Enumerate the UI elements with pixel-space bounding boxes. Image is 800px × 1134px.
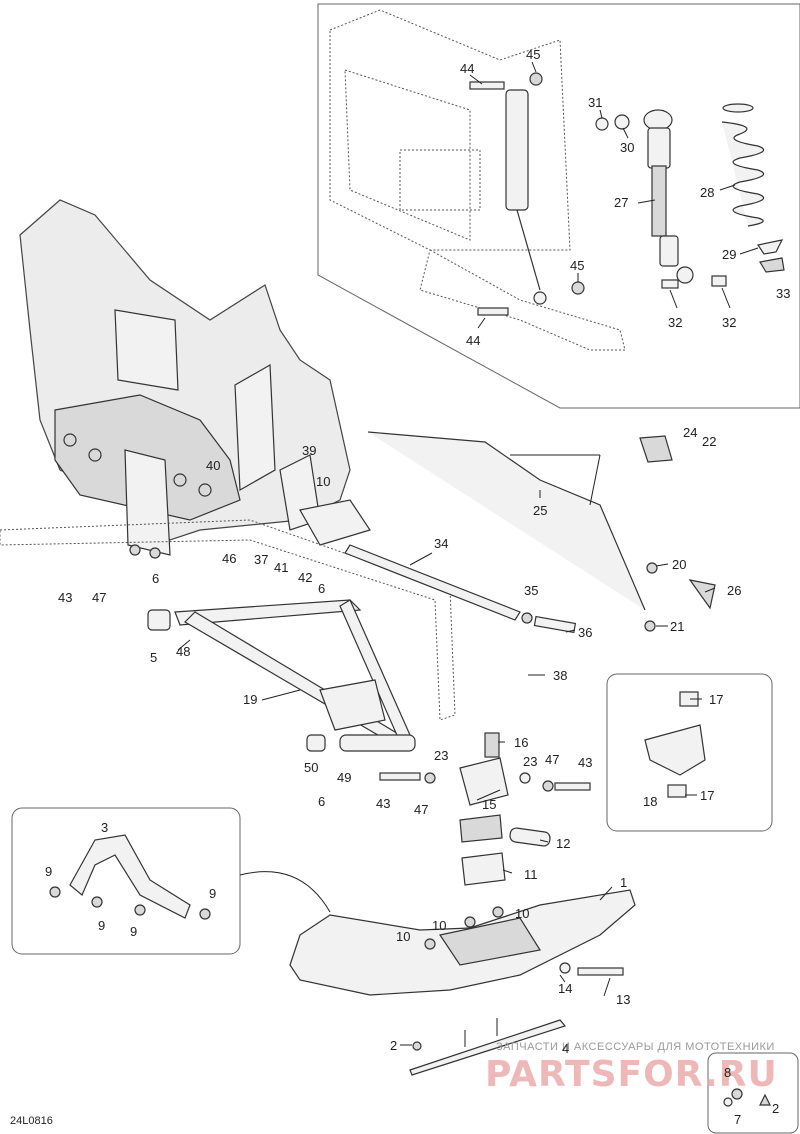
callout-43: 43 [376, 796, 390, 811]
callout-32: 32 [722, 315, 736, 330]
coil-spring-28 [721, 103, 765, 227]
callout-32: 32 [668, 315, 682, 330]
callout-49: 49 [337, 770, 351, 785]
callout-16: 16 [514, 735, 528, 750]
callout-37: 37 [254, 552, 268, 567]
bushing-detail-inset [606, 673, 773, 832]
callout-9: 9 [98, 918, 105, 933]
callout-9: 9 [45, 864, 52, 879]
callout-44: 44 [460, 61, 474, 76]
callout-42: 42 [298, 570, 312, 585]
diagram-code: 24L0816 [10, 1115, 53, 1127]
watermark-brand: PARTSFOR.RU [485, 1054, 778, 1095]
watermark: ЗАПЧАСТИ И АКСЕССУАРЫ ДЛЯ МОТОТЕХНИКИ PA… [485, 1041, 778, 1095]
callout-23: 23 [434, 748, 448, 763]
handle-detail-inset [11, 807, 241, 955]
callout-8: 8 [724, 1065, 731, 1080]
callout-35: 35 [524, 583, 538, 598]
shock-absorber-27 [643, 109, 694, 284]
callout-6: 6 [318, 794, 325, 809]
callout-18: 18 [643, 794, 657, 809]
callout-25: 25 [533, 503, 547, 518]
a-arm-19 [147, 599, 416, 752]
callout-46: 46 [222, 551, 236, 566]
callout-13: 13 [616, 992, 630, 1007]
callout-26: 26 [727, 583, 741, 598]
callout-29: 29 [722, 247, 736, 262]
callout-38: 38 [553, 668, 567, 683]
callout-20: 20 [672, 557, 686, 572]
callout-43: 43 [578, 755, 592, 770]
callout-3: 3 [101, 820, 108, 835]
callout-11: 11 [524, 867, 538, 882]
callout-10: 10 [432, 918, 446, 933]
callout-2: 2 [390, 1038, 397, 1053]
callout-15: 15 [482, 797, 496, 812]
sway-bar-25 [367, 431, 716, 632]
callout-7: 7 [734, 1112, 741, 1127]
chassis-frame [19, 199, 371, 559]
callout-30: 30 [620, 140, 634, 155]
fastener-detail-inset [707, 1052, 799, 1134]
callout-22: 22 [702, 434, 716, 449]
callout-14: 14 [558, 981, 572, 996]
callout-9: 9 [130, 924, 137, 939]
callout-27: 27 [614, 195, 628, 210]
callout-47: 47 [92, 590, 106, 605]
tie-rod-34 [344, 544, 577, 634]
callout-34: 34 [434, 536, 448, 551]
callout-48: 48 [176, 644, 190, 659]
callout-43: 43 [58, 590, 72, 605]
callout-40: 40 [206, 458, 220, 473]
callout-leaders [177, 61, 759, 1046]
ski-1 [289, 889, 636, 1076]
watermark-caption: ЗАПЧАСТИ И АКСЕССУАРЫ ДЛЯ МОТОТЕХНИКИ [496, 1041, 775, 1053]
callout-41: 41 [274, 560, 288, 575]
callout-31: 31 [588, 95, 602, 110]
callout-12: 12 [556, 836, 570, 851]
callout-19: 19 [243, 692, 257, 707]
shock-detail-inset [317, 3, 800, 409]
callout-28: 28 [700, 185, 714, 200]
callout-10: 10 [316, 474, 330, 489]
callout-47: 47 [545, 752, 559, 767]
callout-45: 45 [570, 258, 584, 273]
callout-9: 9 [209, 886, 216, 901]
callout-6: 6 [318, 581, 325, 596]
callout-17: 17 [709, 692, 723, 707]
callout-36: 36 [578, 625, 592, 640]
callout-39: 39 [302, 443, 316, 458]
callout-21: 21 [670, 619, 684, 634]
callout-45: 45 [526, 47, 540, 62]
callout-2: 2 [772, 1101, 779, 1116]
callout-4: 4 [562, 1041, 569, 1056]
callout-23: 23 [523, 754, 537, 769]
callout-1: 1 [620, 875, 627, 890]
callout-6: 6 [152, 571, 159, 586]
callout-5: 5 [150, 650, 157, 665]
callout-44: 44 [466, 333, 480, 348]
callout-10: 10 [396, 929, 410, 944]
spindle-15 [379, 732, 591, 886]
callout-10: 10 [515, 906, 529, 921]
callout-17: 17 [700, 788, 714, 803]
callout-labels: 44 45 31 30 27 28 29 45 44 32 32 33 24 2… [45, 47, 790, 1127]
callout-50: 50 [304, 760, 318, 775]
callout-33: 33 [776, 286, 790, 301]
callout-47: 47 [414, 802, 428, 817]
callout-24: 24 [683, 425, 697, 440]
